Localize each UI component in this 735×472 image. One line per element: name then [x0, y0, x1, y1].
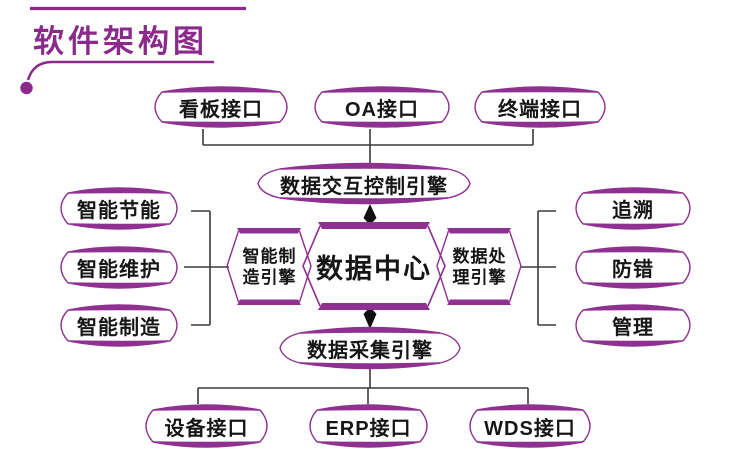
node-data-proc-engine-shape — [436, 228, 522, 305]
node-data-center-shape — [302, 222, 446, 310]
node-exchange-engine-label: 数据交互控制引擎 — [280, 175, 448, 198]
title-swoosh-line — [26, 60, 214, 81]
flow-arrows — [363, 204, 377, 329]
node-device-shape — [145, 404, 268, 448]
node-kanban-shape — [154, 86, 288, 128]
node-erp-label: ERP接口 — [325, 417, 412, 440]
node-oa-shape — [314, 86, 450, 128]
smart-mfg-engine-line2: 造引擎 — [242, 267, 297, 287]
node-energy-shape — [60, 187, 178, 230]
node-terminal-shape — [474, 86, 606, 128]
arrow-up-icon — [363, 204, 377, 225]
node-device-label: 设备接口 — [164, 417, 249, 440]
node-shapes — [60, 86, 691, 448]
node-maintenance-label: 智能维护 — [77, 259, 161, 281]
smart-mfg-engine-line1: 智能制 — [242, 246, 297, 266]
arrow-down-icon — [363, 307, 377, 329]
node-exchange-engine-shape — [257, 162, 471, 205]
node-collect-engine-shape — [279, 326, 461, 370]
data-proc-engine-line1: 数据处 — [452, 246, 507, 266]
node-kanban-label: 看板接口 — [179, 98, 263, 121]
title-decoration — [20, 6, 246, 95]
node-trace-label: 追溯 — [612, 200, 654, 222]
node-collect-engine-label: 数据采集引擎 — [307, 339, 433, 362]
node-energy-label: 智能节能 — [77, 200, 161, 222]
node-manufacturing-label: 智能制造 — [77, 317, 161, 339]
node-trace-shape — [575, 187, 691, 230]
node-erp-shape — [309, 404, 428, 448]
node-error-proof-label: 防错 — [612, 259, 654, 281]
node-wds-shape — [469, 404, 591, 448]
node-smart-mfg-engine-label: 智能制 造引擎 — [227, 230, 312, 303]
node-manage-label: 管理 — [612, 317, 654, 339]
title-dot — [20, 81, 33, 95]
connector-lines — [184, 129, 556, 404]
node-oa-label: OA接口 — [345, 98, 419, 121]
node-maintenance-shape — [60, 246, 178, 289]
node-error-proof-shape — [575, 246, 691, 289]
node-data-proc-engine-label: 数据处 理引擎 — [437, 230, 522, 303]
node-manage-shape — [575, 304, 691, 347]
data-proc-engine-line2: 理引擎 — [452, 267, 507, 287]
node-terminal-label: 终端接口 — [498, 98, 582, 121]
node-data-center-label: 数据中心 — [316, 254, 432, 284]
node-smart-mfg-engine-shape — [226, 228, 312, 305]
node-wds-label: WDS接口 — [484, 417, 576, 440]
page-title: 软件架构图 — [33, 23, 208, 59]
node-manufacturing-shape — [60, 304, 178, 347]
